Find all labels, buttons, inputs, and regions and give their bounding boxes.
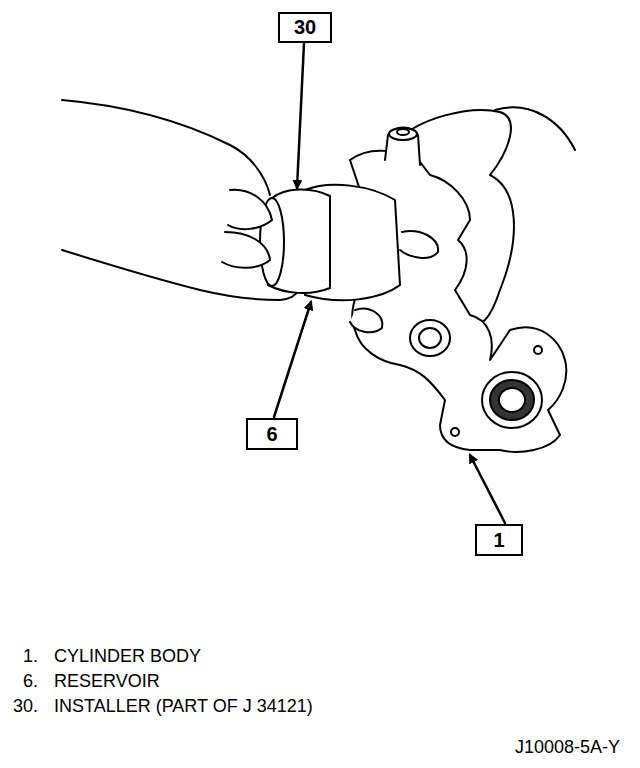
- leader-arrow: [297, 43, 304, 188]
- callout-number: 6: [266, 423, 277, 446]
- leader-arrow: [470, 455, 505, 523]
- leader-arrow: [274, 302, 311, 417]
- legend-number: 30.: [13, 697, 38, 715]
- flange-hole: [451, 428, 459, 436]
- callout-number: 30: [294, 16, 316, 39]
- legend-number: 6.: [23, 672, 38, 690]
- port-boss: [410, 320, 450, 356]
- flange-bore: [482, 372, 542, 428]
- legend-number: 1.: [23, 647, 38, 665]
- right-finger: [400, 231, 438, 258]
- part-name: INSTALLER (PART OF J 34121): [54, 697, 313, 715]
- callout-box: 1: [475, 524, 523, 556]
- flange-hole: [534, 346, 542, 354]
- brake-fitting: [385, 128, 420, 166]
- callout-box: 30: [278, 12, 332, 43]
- part-name: CYLINDER BODY: [54, 647, 201, 665]
- left-finger: [222, 232, 270, 268]
- right-thumb: [350, 309, 382, 333]
- right-wrist: [495, 107, 575, 150]
- left-arm: [62, 100, 270, 195]
- figure-code: J10008-5A-Y: [515, 738, 620, 756]
- fitting-top: [389, 128, 417, 140]
- fitting-hole: [397, 129, 409, 135]
- callout-number: 1: [493, 529, 504, 552]
- part-name: RESERVOIR: [54, 672, 160, 690]
- seal-inner: [499, 388, 525, 412]
- left-finger: [228, 190, 272, 229]
- callout-box: 6: [246, 418, 298, 450]
- port-hole: [419, 328, 441, 348]
- seal: [490, 380, 534, 420]
